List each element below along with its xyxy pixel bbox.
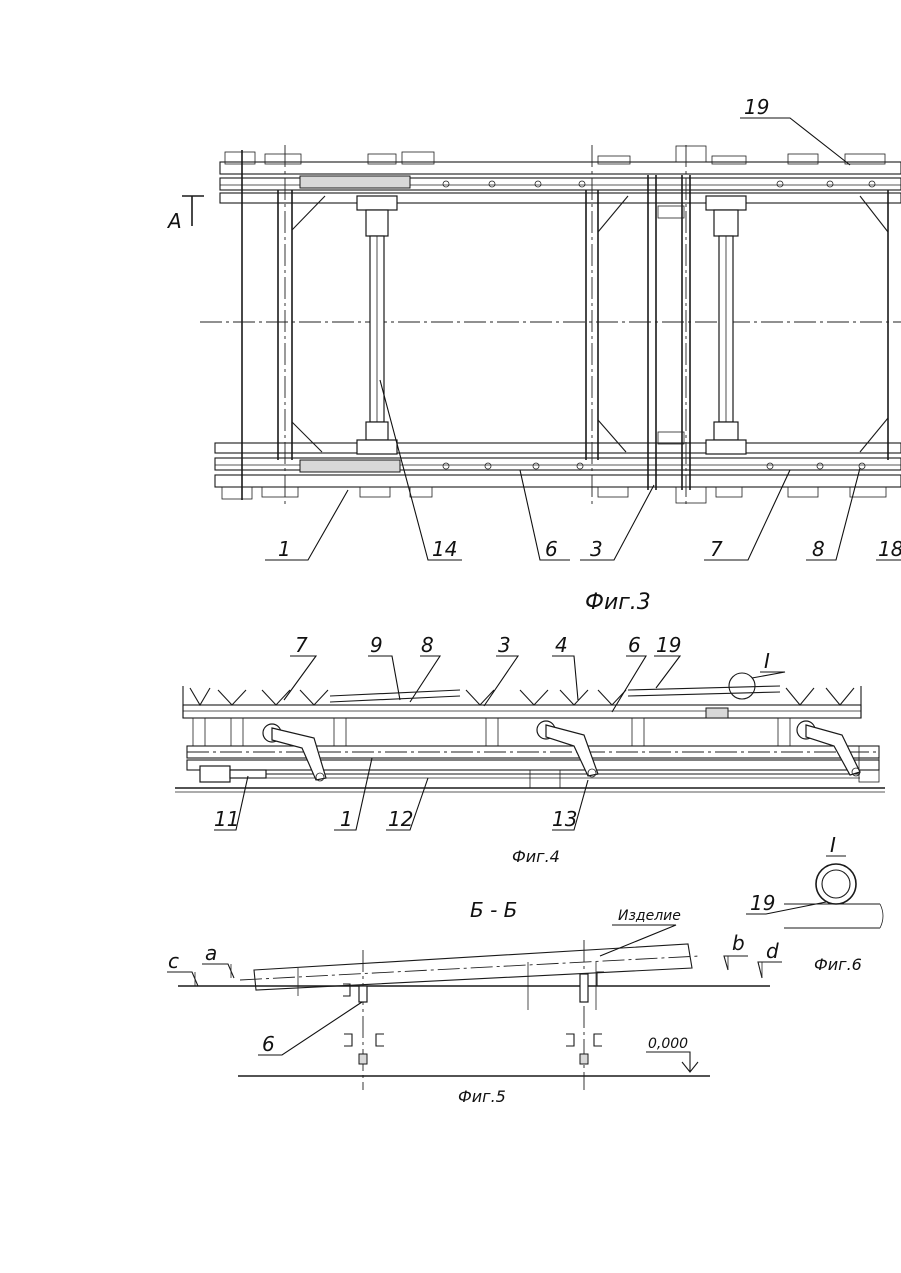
fig4-label-4: 4 [555, 633, 568, 657]
fig5-label-6: 6 [262, 1032, 275, 1056]
fig4-label-7: 7 [295, 633, 308, 657]
fig4-label-8: 8 [421, 633, 434, 657]
fig3-label-1: 1 [278, 537, 291, 561]
fig5-product-label: Изделие [618, 908, 681, 924]
fig4-label-12: 12 [388, 807, 413, 831]
fig4-label-3: 3 [498, 633, 511, 657]
fig3-label-19: 19 [744, 95, 769, 119]
fig4-caption: Фиг.4 [512, 847, 560, 866]
fig4-label-13: 13 [552, 807, 577, 831]
fig4-label-6: 6 [628, 633, 641, 657]
fig3-label-8: 8 [812, 537, 825, 561]
fig3-label-18: 18 [878, 537, 901, 561]
fig5-caption: Фиг.5 [458, 1087, 506, 1106]
fig5-level-b: b [732, 931, 745, 955]
fig5-level-a: a [205, 941, 217, 965]
fig6-label-19: 19 [750, 891, 775, 915]
fig4-label-19: 19 [656, 633, 681, 657]
fig5-level-d: d [766, 939, 779, 963]
fig4-label-1: 1 [340, 807, 353, 831]
fig4-side-view: 7 9 8 3 4 6 19 I 11 1 12 13 Фиг.4 [175, 633, 885, 866]
fig3-label-14: 14 [432, 537, 457, 561]
fig3-label-7: 7 [710, 537, 723, 561]
section-mark-a: А [166, 209, 182, 233]
fig5-section-title: Б - Б [470, 898, 517, 922]
fig6-caption: Фиг.6 [814, 955, 862, 974]
fig4-label-11: 11 [214, 807, 239, 831]
fig4-label-I: I [764, 649, 770, 673]
fig5-level-c: c [168, 949, 179, 973]
fig3-caption: Фиг.3 [585, 590, 651, 615]
fig3-plan-view: А 19 1 14 6 3 7 8 18 Фиг.3 [166, 95, 901, 615]
fig3-label-6: 6 [545, 537, 558, 561]
fig5-elevation: 0,000 [648, 1036, 688, 1052]
fig3-label-3: 3 [590, 537, 603, 561]
fig5-section-view: Б - Б c a b d [167, 898, 782, 1106]
fig4-label-9: 9 [370, 633, 383, 657]
fig6-detail-mark: I [830, 833, 836, 857]
